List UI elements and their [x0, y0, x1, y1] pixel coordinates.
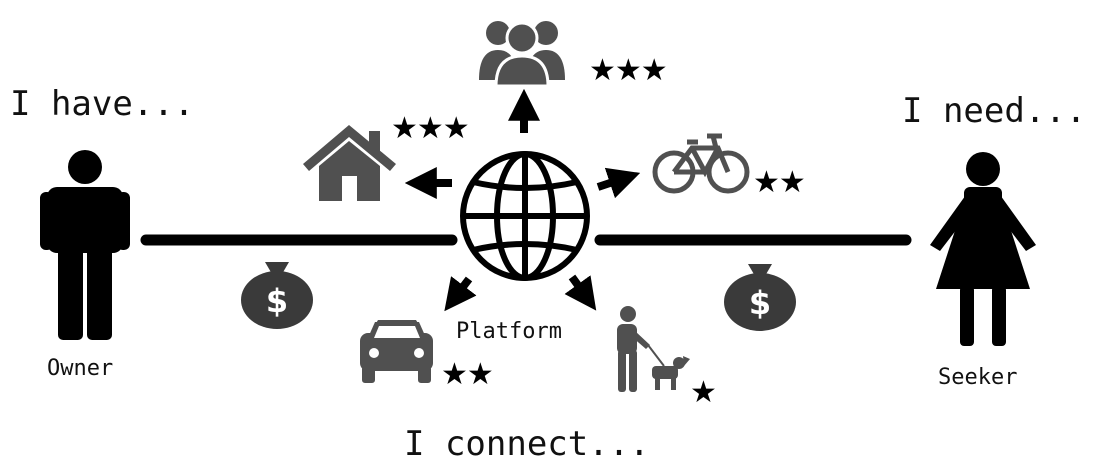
dog-walker-icon: [617, 306, 690, 392]
arrow-down-right: [564, 274, 597, 311]
bicycle-rating-stars: ★★: [753, 165, 806, 200]
woman-icon: [930, 152, 1036, 346]
heading-i-connect: I connect...: [404, 424, 650, 464]
heading-i-have: I have...: [10, 84, 195, 124]
people-rating-stars: ★★★: [589, 53, 668, 88]
platform-label: Platform: [456, 319, 562, 344]
money-bag-icon: $: [724, 264, 796, 331]
car-rating-stars: ★★: [441, 357, 494, 392]
house-icon: [303, 125, 396, 201]
arrow-right: [596, 167, 641, 199]
car-icon: [360, 320, 433, 383]
heading-i-need: I need...: [902, 91, 1087, 131]
money-bag-icon: $: [241, 262, 313, 329]
people-group-icon: [479, 21, 565, 88]
house-rating-stars: ★★★: [391, 111, 470, 146]
seeker-label: Seeker: [938, 365, 1018, 390]
arrow-down-left: [444, 276, 477, 312]
svg-text:$: $: [749, 284, 771, 322]
svg-text:$: $: [266, 282, 288, 320]
globe-icon: [460, 151, 590, 281]
owner-label: Owner: [47, 356, 114, 381]
dog-walking-rating-stars: ★: [690, 375, 717, 410]
bicycle-icon: [652, 133, 750, 194]
man-icon: [40, 150, 130, 340]
